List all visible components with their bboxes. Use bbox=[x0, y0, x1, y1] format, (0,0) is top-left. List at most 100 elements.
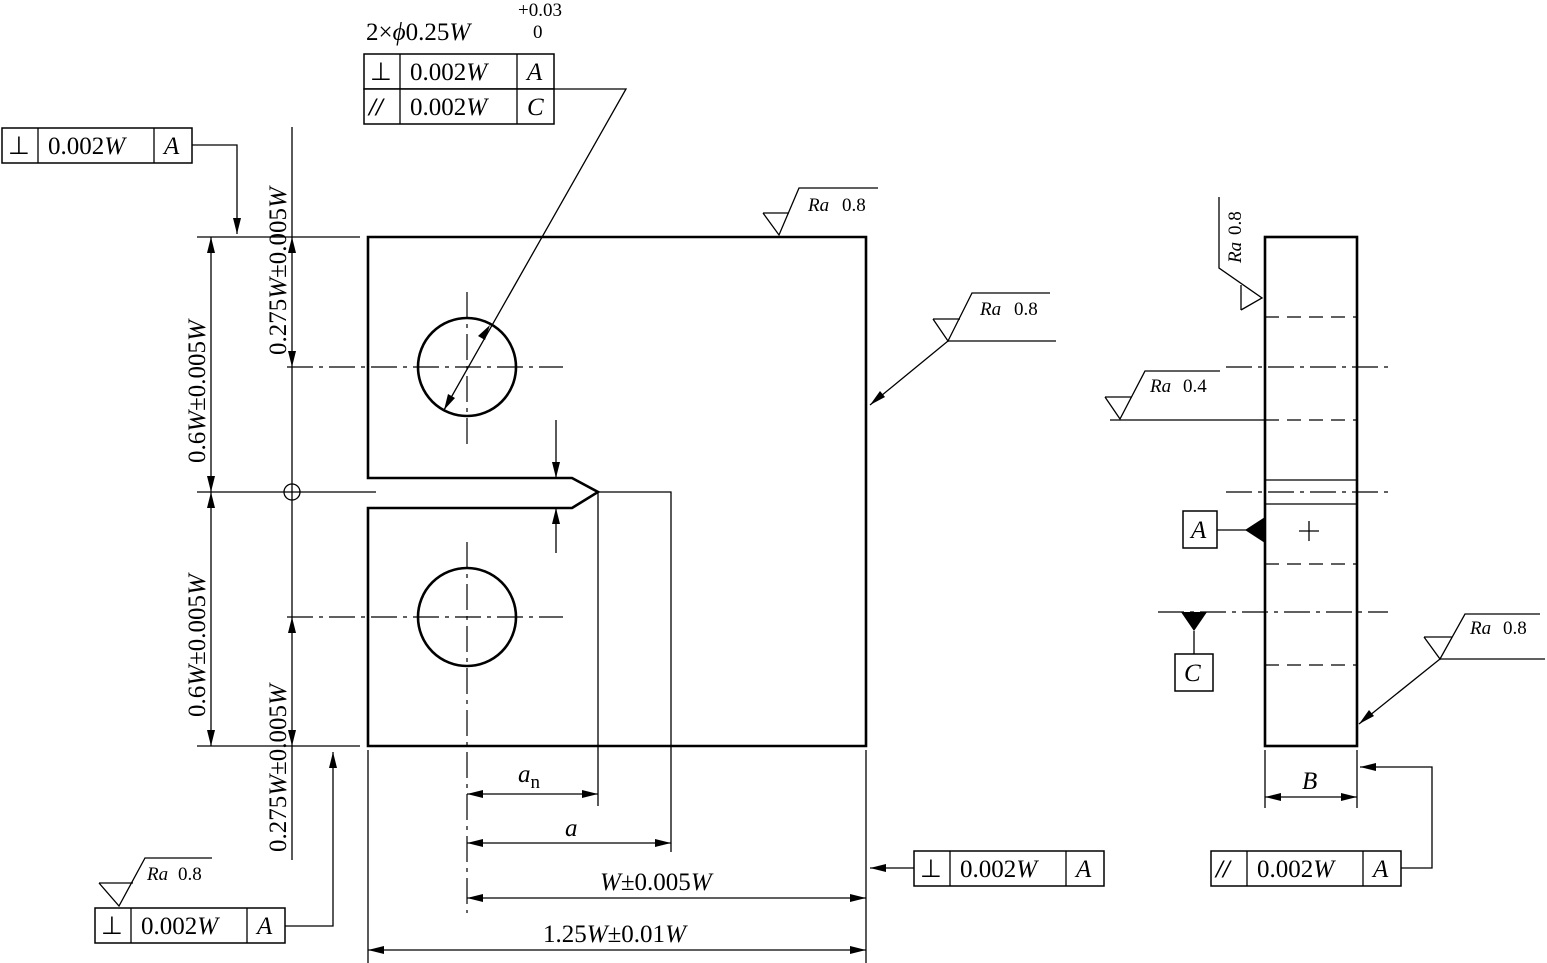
arrow bbox=[207, 492, 215, 508]
dim-overall-label: 1.25W±0.01W bbox=[543, 921, 688, 948]
arrow bbox=[329, 752, 337, 768]
vertical-dimensions: 0.275W±0.005W 0.6W±0.005W 0.6W±0.005W 0.… bbox=[184, 127, 360, 860]
hole-tolerance-lower: 0 bbox=[533, 22, 543, 43]
arrow bbox=[850, 946, 866, 954]
specimen-front-view bbox=[197, 235, 868, 913]
dim-06w-top-label: 0.6W±0.005W bbox=[184, 318, 211, 463]
datum-a-triangle bbox=[1245, 517, 1265, 543]
horizontal-dimensions: an a W±0.005W 1.25W±0.01W bbox=[367, 750, 867, 963]
ra-label: Ra bbox=[807, 195, 829, 216]
arrow bbox=[870, 864, 886, 872]
parallelism-symbol: // bbox=[367, 94, 385, 121]
ra-label: Ra bbox=[1149, 376, 1171, 397]
perpendicularity-symbol: ⊥ bbox=[370, 59, 392, 86]
fcf-hole-parallelism: // 0.002W C bbox=[363, 88, 555, 125]
arrow bbox=[207, 237, 215, 253]
datum-c: C bbox=[1174, 612, 1214, 692]
fcf-datum: C bbox=[527, 94, 544, 121]
arrow bbox=[467, 790, 483, 798]
fcf-bottom-left-leader bbox=[285, 752, 334, 927]
arrow bbox=[288, 237, 296, 253]
fcf-value: 0.002W bbox=[960, 856, 1039, 883]
perpendicularity-symbol: ⊥ bbox=[920, 856, 942, 883]
datum-a-label: A bbox=[1189, 517, 1207, 544]
ra-value: 0.8 bbox=[842, 195, 866, 216]
arrow bbox=[1359, 710, 1374, 724]
roughness-symbol-top: Ra 0.8 bbox=[762, 187, 878, 237]
fcf-datum: A bbox=[255, 913, 273, 940]
arrow bbox=[288, 351, 296, 367]
arrow bbox=[582, 790, 598, 798]
specimen-outline bbox=[366, 235, 868, 748]
hole-tolerance-upper: +0.03 bbox=[518, 0, 562, 21]
fcf-top-left: ⊥ 0.002W A bbox=[1, 127, 241, 234]
arrow bbox=[870, 391, 885, 405]
roughness-symbol-side-top: Ra 0.8 bbox=[1218, 197, 1264, 311]
fcf-top-left-leader bbox=[192, 144, 238, 234]
fcf-datum: A bbox=[1371, 856, 1389, 883]
dim-an-label: an bbox=[518, 761, 541, 793]
ra-label: Ra bbox=[1225, 242, 1246, 264]
roughness-symbol-side-right: Ra 0.8 bbox=[1358, 613, 1545, 725]
arrow bbox=[233, 218, 241, 234]
fcf-datum: A bbox=[162, 133, 180, 160]
ra-label: Ra bbox=[146, 864, 168, 885]
hole-callout: 2×ϕ0.25W +0.03 0 ⊥ 0.002W A // 0.002W C bbox=[363, 0, 628, 411]
fcf-side-leader bbox=[1360, 766, 1433, 869]
fcf-side: // 0.002W A bbox=[1210, 763, 1433, 887]
arrow bbox=[655, 839, 671, 847]
parallelism-symbol: // bbox=[1214, 856, 1232, 883]
arrow bbox=[467, 839, 483, 847]
hole-size-label: 2×ϕ0.25W bbox=[366, 19, 472, 46]
arrow bbox=[1265, 793, 1281, 801]
arrow bbox=[288, 730, 296, 746]
ra-label: Ra bbox=[1469, 618, 1491, 639]
dim-a-label: a bbox=[565, 815, 578, 842]
notch-width-arrow-bottom bbox=[552, 508, 560, 524]
arrow bbox=[207, 730, 215, 746]
hole-callout-leader bbox=[443, 88, 628, 411]
datum-c-label: C bbox=[1184, 660, 1201, 687]
datum-c-triangle bbox=[1181, 612, 1207, 631]
fcf-value: 0.002W bbox=[1257, 856, 1336, 883]
dim-06w-bottom-label: 0.6W±0.005W bbox=[184, 572, 211, 717]
ra-value: 0.8 bbox=[178, 864, 202, 885]
perpendicularity-symbol: ⊥ bbox=[101, 913, 123, 940]
fcf-value: 0.002W bbox=[48, 133, 127, 160]
ra-value: 0.8 bbox=[1503, 618, 1527, 639]
arrow bbox=[1341, 793, 1357, 801]
datum-a: A bbox=[1182, 510, 1265, 549]
dim-0275w-bottom-label: 0.275W±0.005W bbox=[265, 682, 292, 852]
arrow bbox=[1360, 763, 1376, 771]
perpendicularity-symbol: ⊥ bbox=[8, 133, 30, 160]
roughness-symbol-right: Ra 0.8 bbox=[869, 292, 1056, 406]
roughness-right-leader bbox=[869, 340, 1056, 406]
fcf-hole-perpendicularity: ⊥ 0.002W A bbox=[363, 53, 555, 90]
dim-b-label: B bbox=[1302, 768, 1317, 795]
roughness-side-right-leader bbox=[1358, 658, 1545, 725]
crack-front-line bbox=[598, 491, 672, 852]
arrow bbox=[467, 894, 483, 902]
fcf-right-front: ⊥ 0.002W A bbox=[870, 850, 1105, 887]
specimen-side-view: B bbox=[1158, 235, 1388, 808]
arrow bbox=[444, 394, 455, 410]
fcf-datum: A bbox=[1074, 856, 1092, 883]
arrow bbox=[850, 894, 866, 902]
arrow bbox=[207, 476, 215, 492]
fcf-value: 0.002W bbox=[410, 94, 489, 121]
dim-0275w-top-label: 0.275W±0.005W bbox=[265, 185, 292, 355]
notch-width-arrow-top bbox=[552, 462, 560, 478]
roughness-symbol-side-hole: Ra 0.4 bbox=[1104, 370, 1265, 421]
fcf-value: 0.002W bbox=[410, 59, 489, 86]
arrow bbox=[288, 617, 296, 633]
fcf-bottom-left: ⊥ 0.002W A bbox=[94, 752, 337, 944]
arrow bbox=[368, 946, 384, 954]
ra-value: 0.8 bbox=[1014, 299, 1038, 320]
arrow bbox=[478, 325, 490, 340]
dim-w-label: W±0.005W bbox=[600, 869, 714, 896]
fcf-value: 0.002W bbox=[141, 913, 220, 940]
ra-value: 0.4 bbox=[1183, 376, 1207, 397]
ra-value: 0.8 bbox=[1225, 211, 1246, 235]
roughness-symbol-bottom-left: Ra 0.8 bbox=[98, 857, 212, 908]
